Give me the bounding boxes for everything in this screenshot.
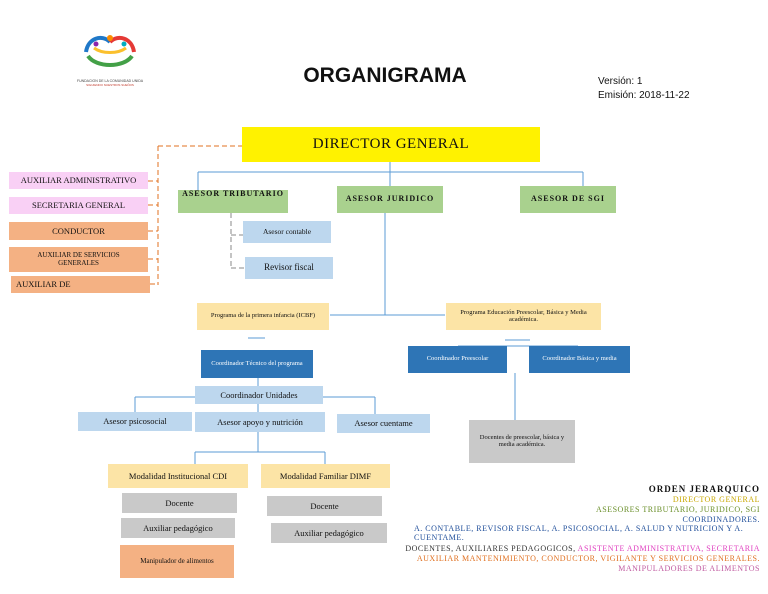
page-title: ORGANIGRAMA <box>303 64 467 87</box>
director-general-box: DIRECTOR GENERAL <box>242 127 540 162</box>
auxiliar-de-box: AUXILIAR DE <box>11 276 150 293</box>
modalidad-cdi-box: Modalidad Institucional CDI <box>108 464 248 488</box>
conductor-box: CONDUCTOR <box>9 222 148 240</box>
emission-text: Emisión: 2018-11-22 <box>598 90 690 101</box>
asesor-psicosocial-box: Asesor psicosocial <box>78 412 192 431</box>
auxiliar-pedagogico-dimf-box: Auxiliar pedagógico <box>271 523 387 543</box>
coordinador-preescolar-box: Coordinador Preescolar <box>408 346 507 373</box>
secretaria-general-box: SECRETARIA GENERAL <box>9 197 148 214</box>
asesor-sgi-box: ASESOR DE SGI <box>520 186 616 213</box>
programa-educacion-box: Programa Educación Preescolar, Básica y … <box>446 303 601 330</box>
revisor-fiscal-box: Revisor fiscal <box>245 257 333 279</box>
asesor-tributario-box: ASESOR TRIBUTARIO <box>178 189 288 213</box>
asesor-contable-box: Asesor contable <box>243 221 331 243</box>
auxiliar-servicios-box: AUXILIAR DE SERVICIOS GENERALES <box>9 247 148 272</box>
legend-level-2: ASESORES TRIBUTARIO, JURIDICO, SGI <box>595 505 760 514</box>
programa-infancia-box: Programa de la primera infancia (ICBF) <box>197 303 329 330</box>
legend-level-7: MANIPULADORES DE ALIMENTOS <box>618 564 760 573</box>
legend-level-3: COORDINADORES. <box>682 515 760 524</box>
auxiliar-administrativo-box: AUXILIAR ADMINISTRATIVO <box>9 172 148 189</box>
coordinador-basica-box: Coordinador Básica y media <box>529 346 630 373</box>
coordinador-unidades-box: Coordinador Unidades <box>195 386 323 404</box>
docente-dimf-box: Docente <box>267 496 382 516</box>
asesor-apoyo-box: Asesor apoyo y nutrición <box>195 412 325 432</box>
legend-level-5b: ASISTENTE ADMINISTRATIVA, SECRETARIA <box>577 544 760 553</box>
legend-level-1: DIRECTOR GENERAL <box>672 495 760 504</box>
legend-title: ORDEN JERARQUICO <box>648 484 760 494</box>
legend-level-5a: DOCENTES, AUXILIARES PEDAGOGICOS, <box>405 544 576 553</box>
logo-icon <box>84 35 136 67</box>
version-text: Versión: 1 <box>598 76 643 87</box>
coordinador-tecnico-box: Coordinador Técnico del programa <box>201 350 313 378</box>
logo-text: FUNDACION DE LA COMUNIDAD UNIDA <box>76 79 144 83</box>
modalidad-dimf-box: Modalidad Familiar DIMF <box>261 464 390 488</box>
asesor-juridico-box: ASESOR JURIDICO <box>337 186 443 213</box>
logo: FUNDACION DE LA COMUNIDAD UNIDA SIGUIEND… <box>66 30 154 87</box>
asesor-cuentame-box: Asesor cuentame <box>337 414 430 433</box>
auxiliar-pedagogico-cdi-box: Auxiliar pedagógico <box>121 518 235 538</box>
legend-level-6: AUXILIAR MANTENIMIENTO, CONDUCTOR, VIGIL… <box>416 554 760 563</box>
docente-cdi-box: Docente <box>122 493 237 513</box>
legend-level-4: A. CONTABLE, REVISOR FISCAL, A. PSICOSOC… <box>414 524 744 543</box>
docentes-preescolar-box: Docentes de preescolar, básica y media a… <box>469 420 575 463</box>
logo-subtext: SIGUIENDO NUESTROS SUEÑOS <box>86 83 134 87</box>
manipulador-box: Manipulador de alimentos <box>120 545 234 578</box>
legend-level-5: DOCENTES, AUXILIARES PEDAGOGICOS, ASISTE… <box>405 544 760 553</box>
legend: ORDEN JERARQUICO DIRECTOR GENERAL ASESOR… <box>400 484 768 584</box>
